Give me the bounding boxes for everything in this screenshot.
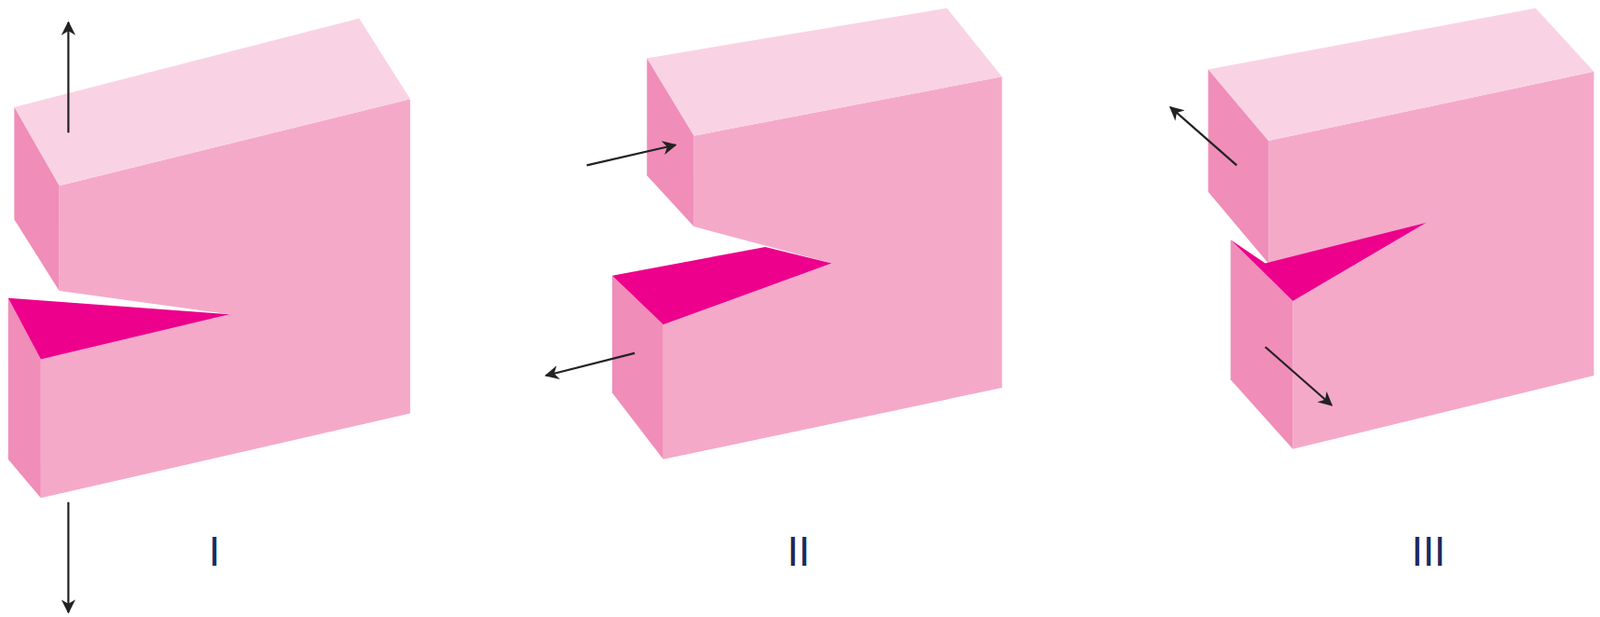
mode-i-block — [8, 18, 411, 613]
tear-arrow — [1265, 346, 1332, 405]
mode-label: II — [787, 528, 810, 575]
mode-iii-block — [1170, 8, 1594, 450]
mode-label: III — [1411, 528, 1447, 575]
shear-arrow — [587, 144, 676, 165]
tension-arrow — [67, 502, 69, 613]
mode-label: I — [208, 528, 220, 575]
mode-ii-block — [546, 8, 1002, 460]
shear-arrow — [546, 353, 635, 376]
tear-arrow — [1170, 107, 1237, 165]
tension-arrow — [67, 22, 69, 133]
